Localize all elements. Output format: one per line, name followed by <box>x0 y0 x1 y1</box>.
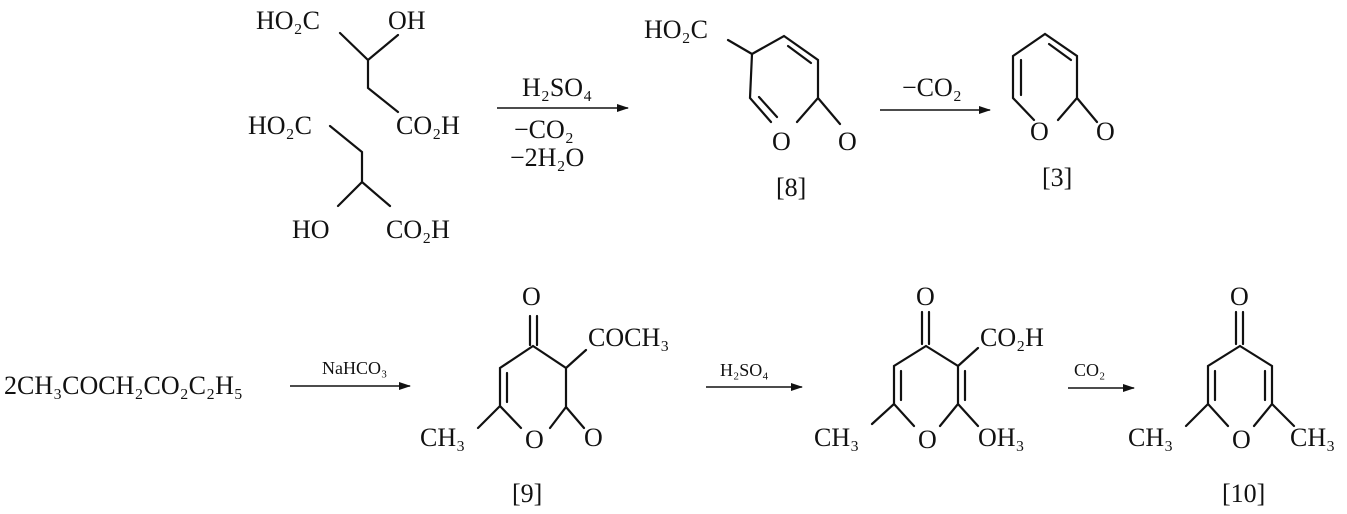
group-ho2c: HO₂C <box>256 6 320 35</box>
acetyl-group: COCH₃ <box>588 323 669 352</box>
reagent-label: NaHCO₃ <box>322 358 387 378</box>
compound-9-dehydroacetic-acid: O COCH₃ CH₃ O O [9] <box>420 282 669 508</box>
methyl-group: CH₃ <box>420 423 465 452</box>
methyl-group: CH₃ <box>814 423 859 452</box>
substituent-oh3: OH₃ <box>978 423 1025 452</box>
ring-oxygen: O <box>1030 117 1049 146</box>
reagent-label: H₂SO₄ <box>720 360 769 380</box>
compound-number: [8] <box>776 173 806 202</box>
ring-oxygen: O <box>1232 425 1251 454</box>
reaction-arrow-decarboxylation: −CO₂ <box>880 73 991 114</box>
compound-number: [10] <box>1222 479 1265 508</box>
reaction-arrow-co2: CO₂ <box>1068 360 1135 392</box>
reaction-arrow-h2so4: H₂SO₄ −CO₂ −2H₂O <box>497 73 629 172</box>
group-co2h: CO₂H <box>396 111 460 140</box>
group-ho: HO <box>292 215 330 244</box>
compound-8-coumalic-acid: HO₂C O O [8] <box>644 15 857 202</box>
compound-number: [9] <box>512 479 542 508</box>
substituent-ho2c: HO₂C <box>644 15 708 44</box>
byproduct-label: −2H₂O <box>510 143 584 172</box>
group-ho2c: HO₂C <box>248 111 312 140</box>
carbonyl-oxygen: O <box>838 127 857 156</box>
methyl-group-left: CH₃ <box>1128 423 1173 452</box>
reagent-label: −CO₂ <box>902 73 962 102</box>
intermediate-pyranone-acid: O CO₂H CH₃ O OH₃ <box>814 282 1044 454</box>
methyl-group-right: CH₃ <box>1290 423 1335 452</box>
ring-oxygen: O <box>772 127 791 156</box>
compound-3-2-pyranone: O O [3] <box>1011 32 1115 192</box>
reagent-label: CO₂ <box>1074 360 1105 380</box>
reactant-ethyl-acetoacetate: 2CH₃COCH₂CO₂C₂H₅ <box>4 371 243 400</box>
malic-acid-bottom: HO₂C HO CO₂H <box>248 111 450 244</box>
group-oh: OH <box>388 6 426 35</box>
reaction-arrow-h2so4-row2: H₂SO₄ <box>706 360 803 391</box>
compound-10-dimethyl-4-pyranone: O CH₃ O CH₃ [10] <box>1128 282 1335 508</box>
carboxylic-acid-group: CO₂H <box>980 323 1044 352</box>
byproduct-label: −CO₂ <box>514 115 574 144</box>
reactant-formula: 2CH₃COCH₂CO₂C₂H₅ <box>4 371 243 400</box>
carbonyl-oxygen: O <box>1096 117 1115 146</box>
reagent-label: H₂SO₄ <box>522 73 592 102</box>
group-co2h: CO₂H <box>386 215 450 244</box>
carbonyl-oxygen: O <box>584 423 603 452</box>
malic-acid-top: HO₂C OH CO₂H <box>256 6 460 140</box>
keto-oxygen: O <box>916 282 935 311</box>
keto-oxygen: O <box>1230 282 1249 311</box>
ring-oxygen: O <box>525 425 544 454</box>
ring-oxygen: O <box>918 425 937 454</box>
keto-oxygen: O <box>522 282 541 311</box>
reaction-arrow-nahco3: NaHCO₃ <box>290 358 411 390</box>
compound-number: [3] <box>1042 163 1072 192</box>
